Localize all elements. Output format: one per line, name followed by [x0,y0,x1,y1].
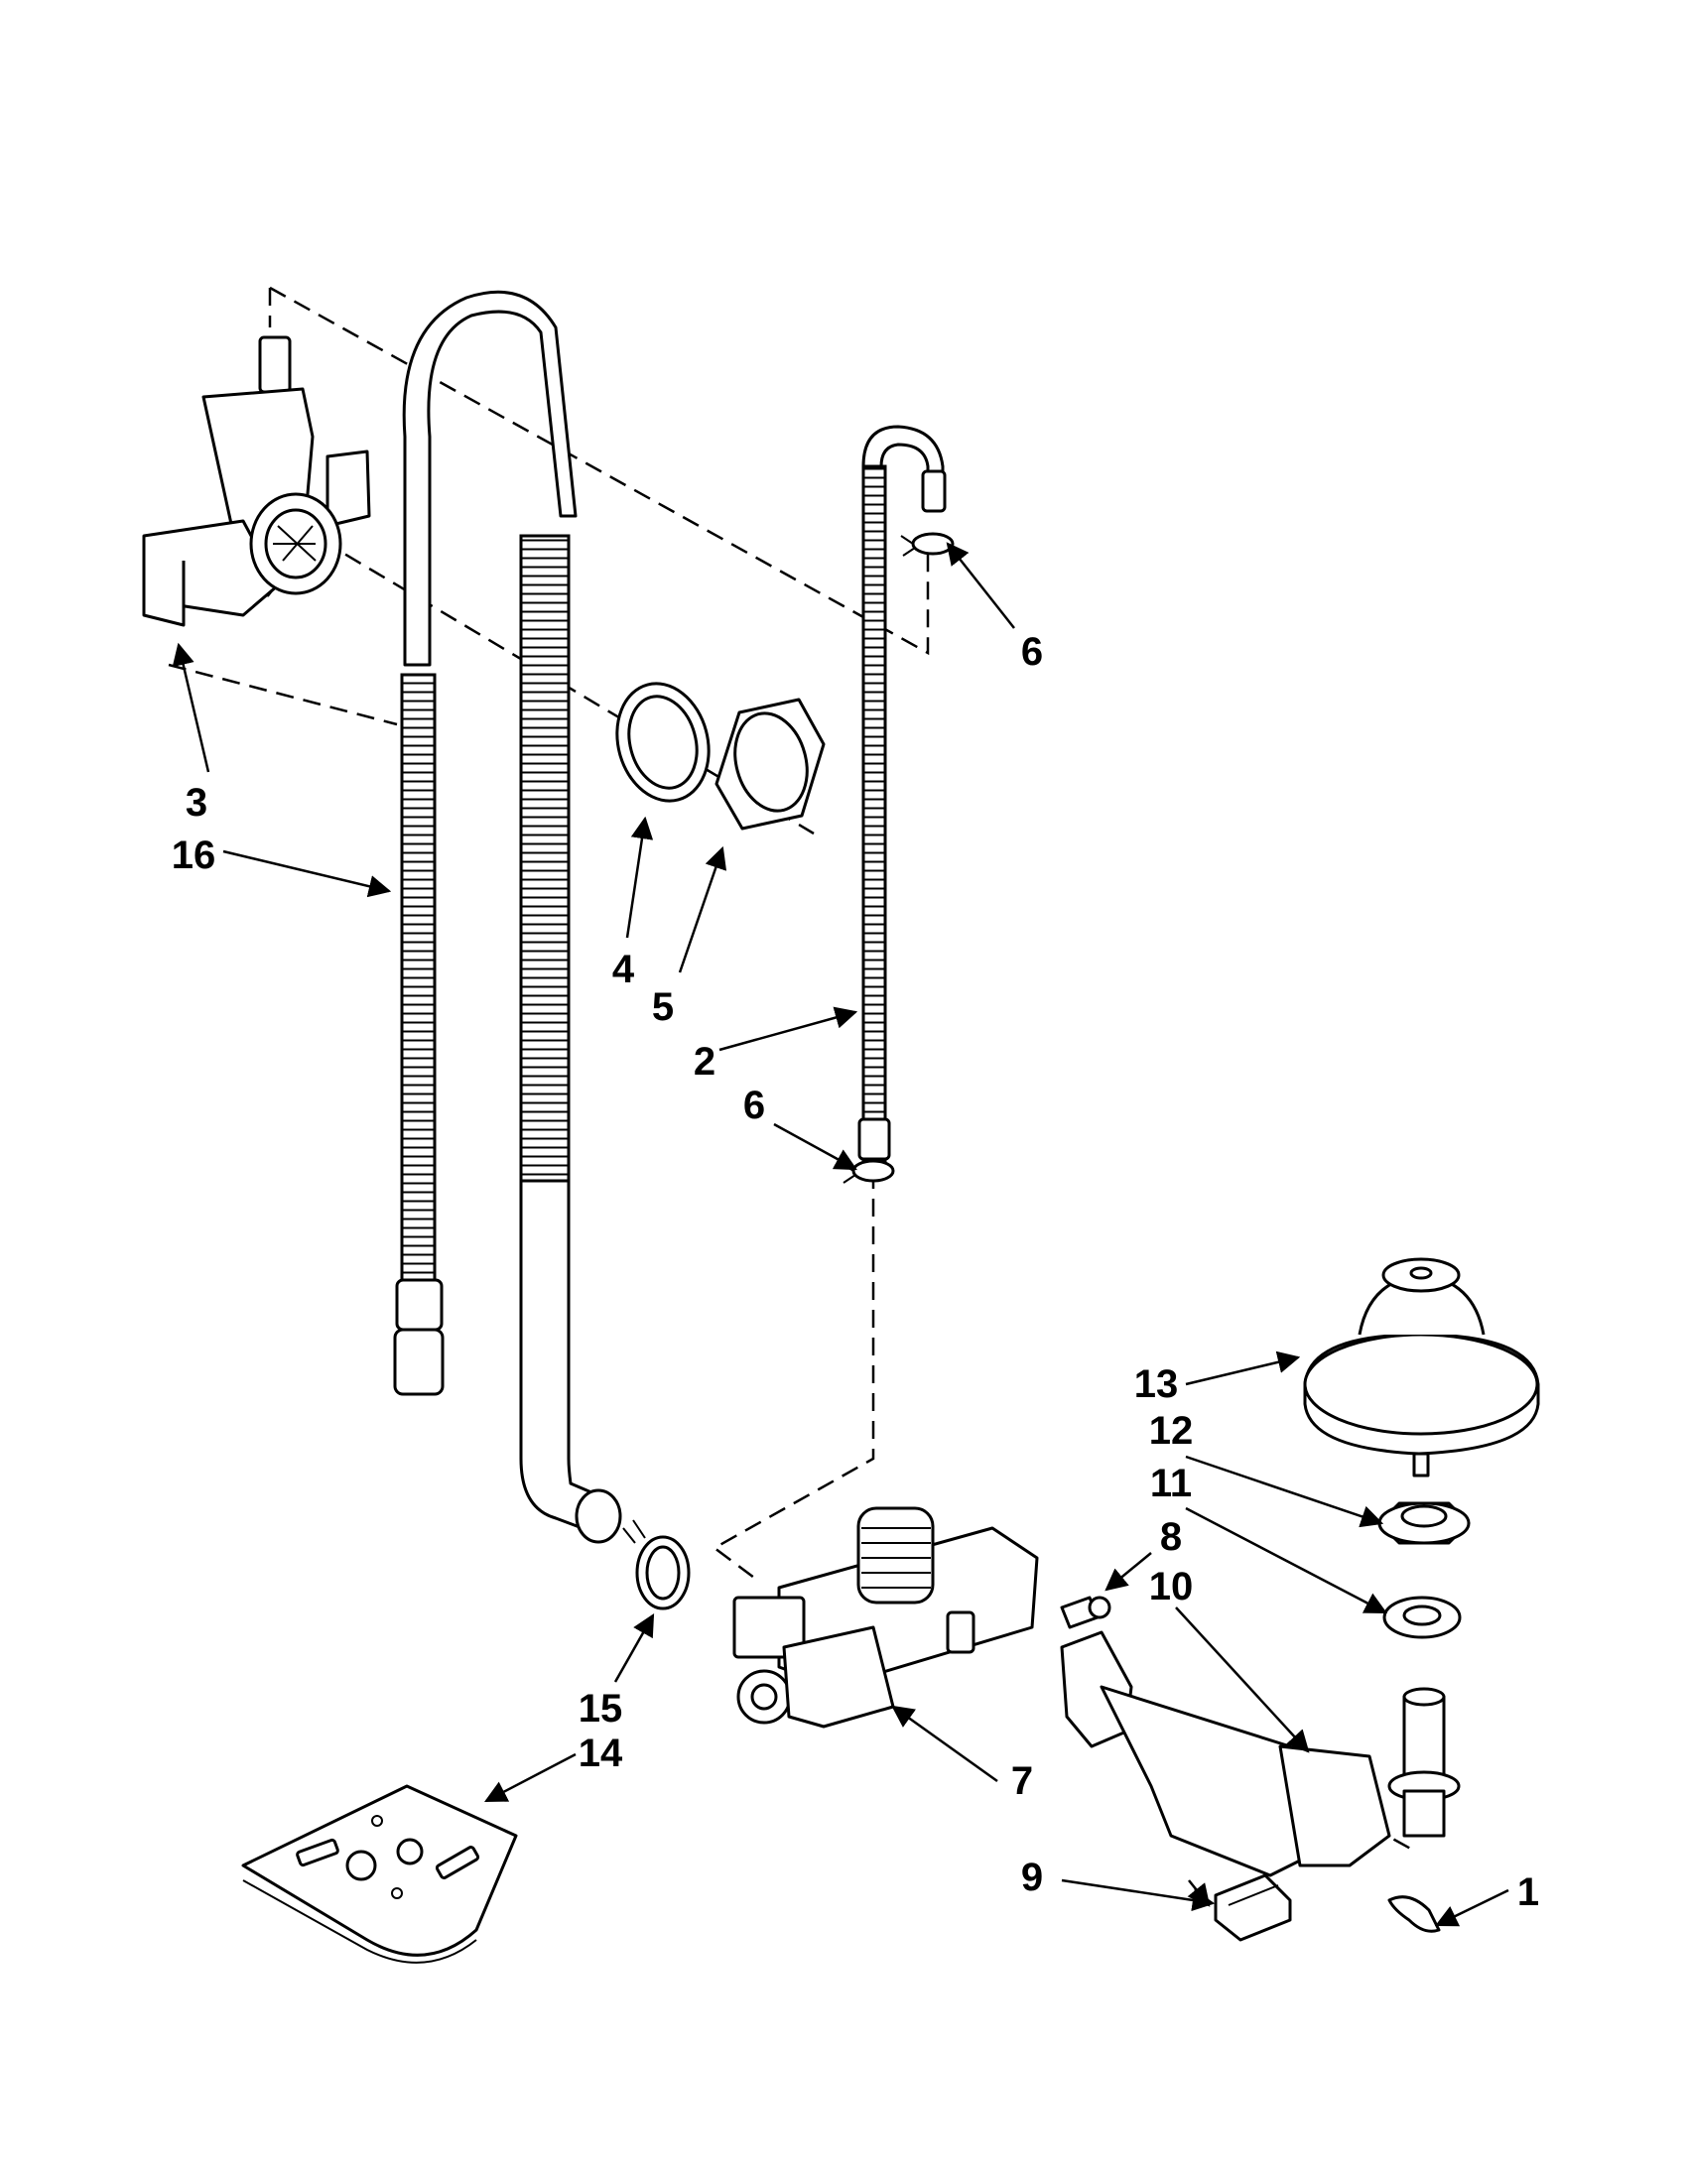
callout-12: 12 [1149,1409,1194,1453]
callout-11: 11 [1150,1462,1192,1505]
callout-4: 4 [612,948,635,991]
gasket-ring [615,682,711,803]
callout-6-lower: 6 [743,1084,765,1127]
float-switch-bracket [1060,1630,1461,1877]
callout-5: 5 [652,985,674,1029]
hardware-kit-bag [241,1784,518,1964]
float-nut [1377,1501,1471,1545]
air-gap-bracket [142,335,371,627]
callout-3: 3 [186,781,207,825]
micro-switch [1214,1873,1292,1942]
float-washer [1382,1596,1462,1639]
callout-15: 15 [579,1687,623,1731]
callout-13: 13 [1134,1362,1179,1406]
leader-lines [172,542,1509,1927]
callout-2: 2 [694,1040,715,1084]
hose-clamp-drain [622,1519,691,1610]
drain-hose [393,290,622,1544]
float [1303,1257,1540,1477]
retaining-clip [1387,1895,1441,1933]
water-valve [732,1506,1039,1729]
callout-8: 8 [1160,1515,1182,1559]
screw [1060,1596,1111,1629]
fill-hose [857,425,947,1163]
hose-clamp-upper [900,532,955,557]
callout-1: 1 [1517,1870,1539,1914]
callouts: 3 16 4 5 2 6 6 7 8 9 10 11 12 13 14 15 1 [172,630,1539,1914]
mounting-nut [714,698,826,831]
callout-6-upper: 6 [1021,630,1043,674]
callout-9: 9 [1021,1856,1043,1899]
callout-14: 14 [579,1732,623,1775]
callout-7: 7 [1011,1759,1033,1803]
callout-16: 16 [172,834,216,877]
callout-10: 10 [1149,1565,1194,1608]
